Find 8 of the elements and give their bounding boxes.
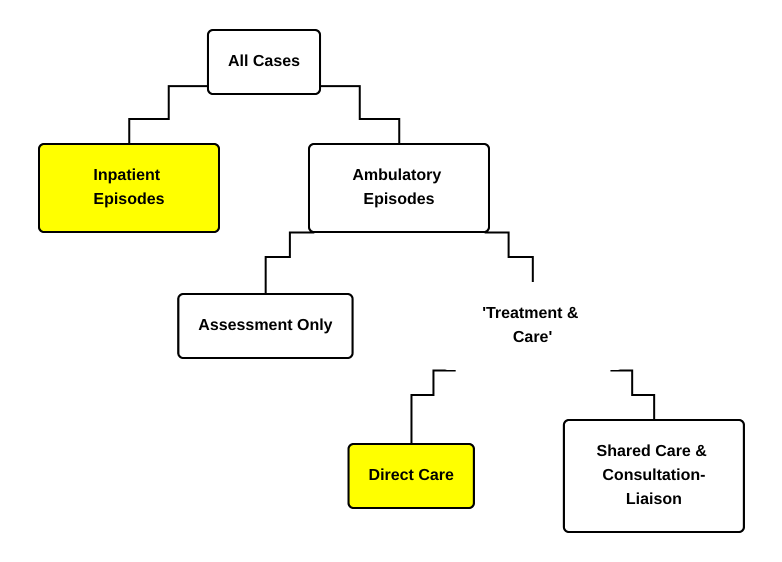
- connector: [320, 85, 400, 146]
- node-text: 'Treatment & Care': [482, 305, 578, 346]
- connector: [128, 85, 208, 146]
- connector: [610, 370, 655, 422]
- connector: [410, 370, 456, 446]
- connector: [484, 232, 534, 284]
- connector: [264, 232, 314, 296]
- node-text: Ambulatory Episodes: [352, 167, 441, 208]
